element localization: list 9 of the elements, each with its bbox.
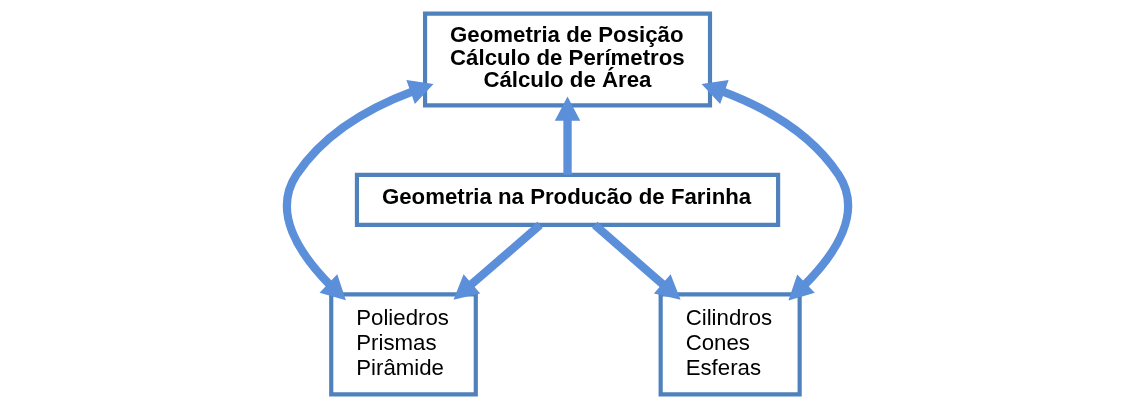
arrow [701, 80, 853, 301]
node-box: Geometria de Posição Cálculo de Perímetros Cálculo de Área [422, 11, 713, 108]
node-box: Cilindros Cones Esferas [658, 292, 802, 397]
node-box: Poliedros Prismas Pirâmide [329, 292, 478, 397]
arrow [592, 221, 681, 300]
arrow [554, 96, 581, 175]
arrow [282, 80, 434, 301]
node-box: Geometria na Producão de Farinha [354, 172, 781, 227]
arrow [453, 221, 543, 300]
